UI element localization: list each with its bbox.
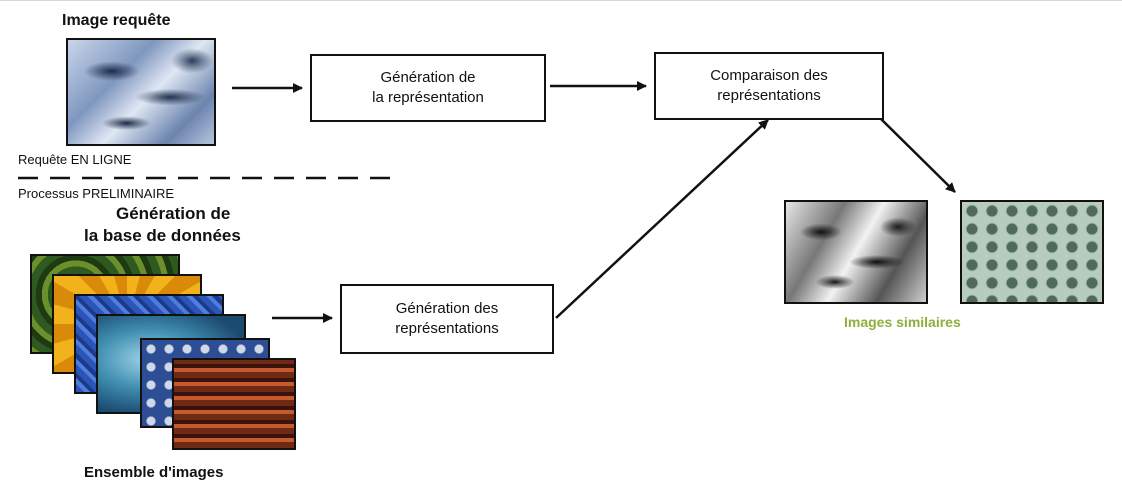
- database-title-line2: la base de données: [84, 226, 241, 245]
- database-title-line1: Génération de: [116, 204, 231, 223]
- online-query-label: Requête EN LIGNE: [18, 152, 132, 167]
- arrow-comparison-to-results: [879, 117, 956, 193]
- representation-generation-line1: Génération de: [380, 69, 476, 86]
- representation-comparison-line1: Comparaison des: [710, 67, 828, 84]
- image-set-card-6: [172, 358, 296, 450]
- image-set-caption: Ensemble d'images: [84, 464, 224, 481]
- representation-comparison-line2: représentations: [717, 87, 821, 104]
- representations-generation-line1: Génération des: [395, 300, 499, 317]
- query-image-title: Image requête: [62, 12, 171, 29]
- arrow-generations-to-comparison: [555, 119, 769, 319]
- preliminary-process-label: Processus PRELIMINAIRE: [18, 186, 175, 201]
- representation-comparison-box: Comparaison des représentations: [654, 52, 884, 120]
- query-image: [66, 38, 216, 146]
- similar-image-1: [784, 200, 928, 304]
- similar-image-2: [960, 200, 1104, 304]
- representations-generation-line2: représentations: [395, 320, 499, 337]
- representation-generation-line2: la représentation: [372, 89, 484, 106]
- similar-images-caption: Images similaires: [844, 314, 961, 330]
- representations-generation-box: Génération des représentations: [340, 284, 554, 354]
- representation-generation-box: Génération de la représentation: [310, 54, 546, 122]
- top-border-line: [0, 0, 1122, 1]
